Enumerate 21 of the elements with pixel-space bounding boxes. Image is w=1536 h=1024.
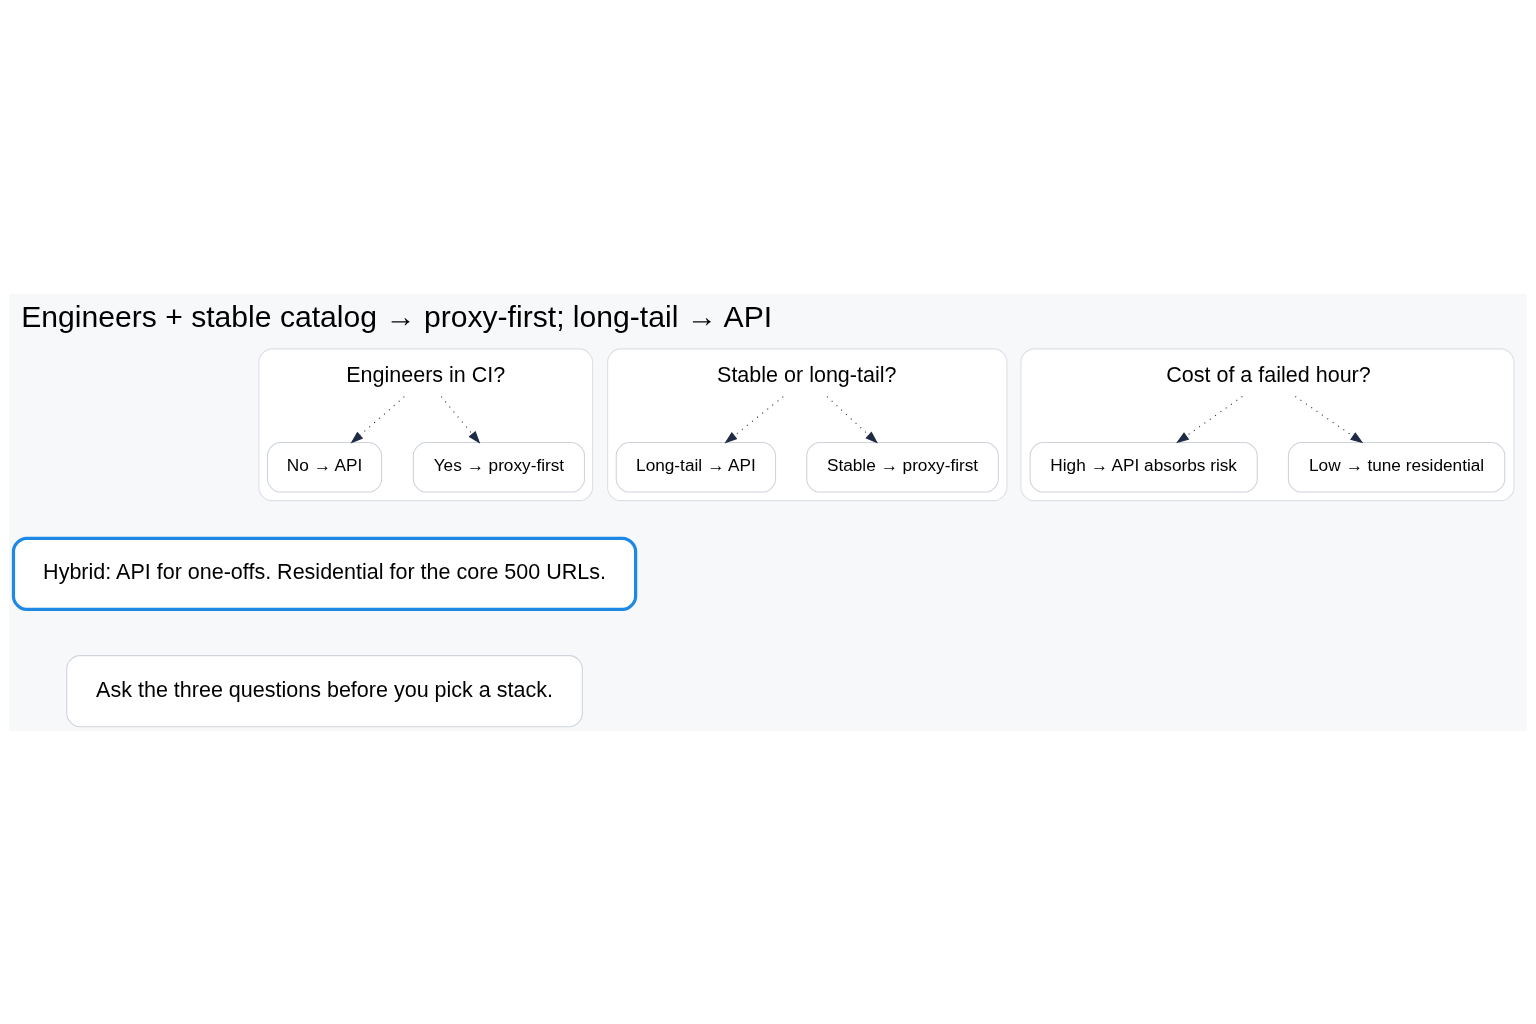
cluster — [258, 347, 594, 501]
node-box: No → API — [266, 441, 383, 493]
node-text: Engineers in CI? — [346, 362, 506, 387]
arrow — [440, 395, 481, 444]
node-box: High → API absorbs risk — [1029, 441, 1258, 493]
node-box: Stable → proxy-first — [806, 441, 999, 493]
arrow — [350, 395, 405, 444]
cluster — [1020, 347, 1515, 501]
node-text: Cost of a failed hour? — [1166, 362, 1371, 387]
node-box: Hybrid: API for one-offs. Residential for the core 500 URLs. — [11, 536, 638, 611]
node-text: Stable or long-tail? — [717, 362, 897, 387]
arrow — [724, 395, 784, 443]
arrow — [826, 395, 878, 444]
arrow — [1176, 395, 1243, 443]
arrow — [1294, 395, 1364, 443]
node-box: Ask the three questions before you pick a stack. — [66, 654, 583, 727]
cluster — [607, 347, 1008, 501]
node-box: Low → tune residential — [1287, 441, 1506, 493]
diagram-title: Engineers + stable catalog → proxy-first; long-tail → API — [21, 299, 773, 333]
node-box: Long-tail → API — [615, 441, 777, 493]
node-box: Yes → proxy-first — [412, 441, 585, 493]
